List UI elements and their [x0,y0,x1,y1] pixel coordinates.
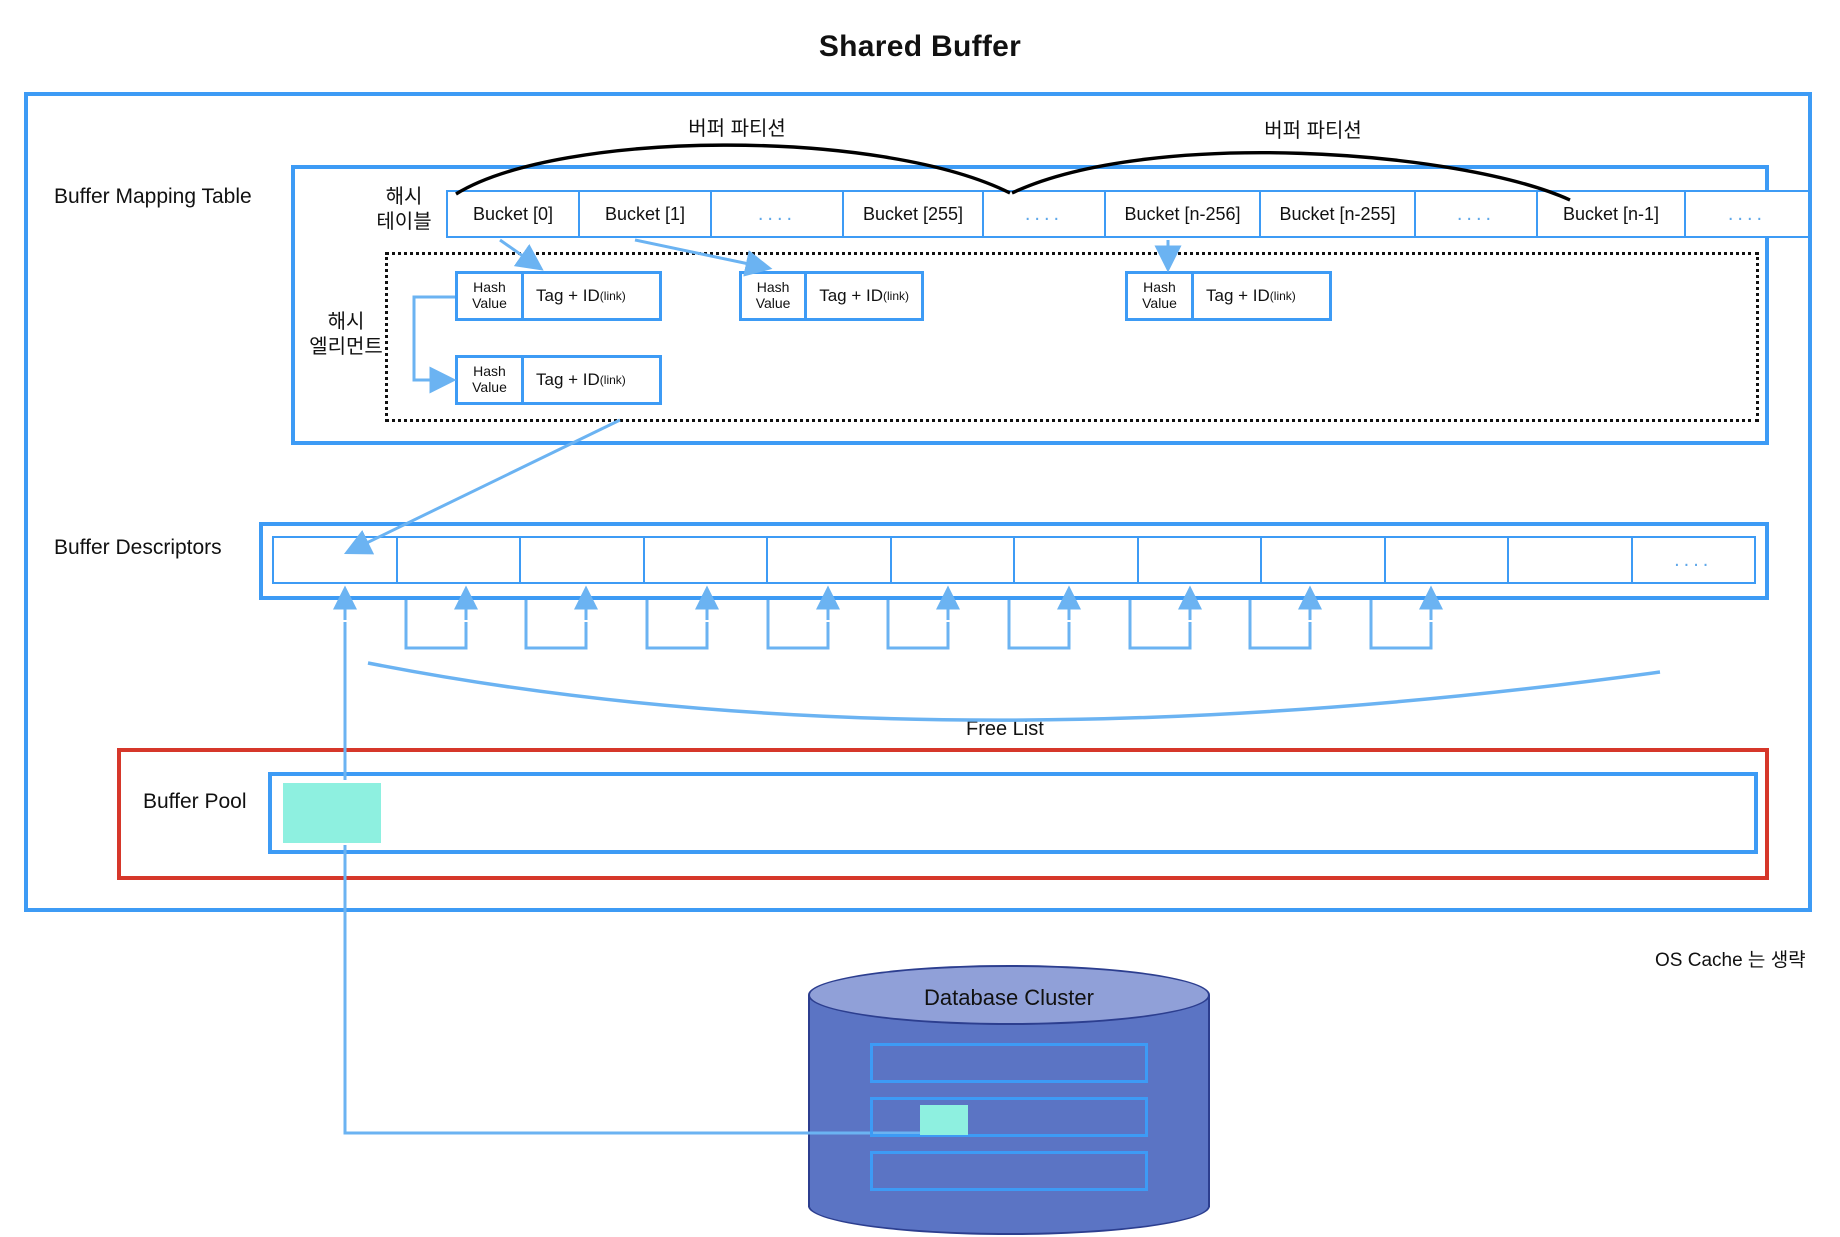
hash-element-korean-line1: 해시 [327,311,365,333]
bucket-label: .... [1024,202,1064,225]
bucket-label: Bucket [n-256] [1124,203,1241,224]
buffer-mapping-table-label: Buffer Mapping Table [54,185,252,208]
page-title: Shared Buffer [818,30,1022,63]
hash-value-line1: Hash [473,279,506,296]
bucket-ellipsis: .... [984,192,1106,236]
tag-id-sub: (link) [1269,289,1296,303]
bucket-label: Bucket [0] [472,203,554,224]
buffer-descriptors-label: Buffer Descriptors [54,536,222,559]
hash-value-line2: Value [472,295,507,311]
free-list-label: Free List [966,718,1044,740]
buffer-pool-highlighted-page [283,783,381,843]
tag-id-text: Tag + ID [536,286,600,305]
hash-value-cell: Hash Value [458,274,524,318]
database-cluster-title: Database Cluster [924,985,1094,1010]
cluster-row [870,1043,1148,1083]
tag-id-cell: Tag + ID(link) [524,358,638,402]
hash-value-line1: Hash [756,279,790,296]
buffer-descriptors-row: .... [272,536,1756,584]
bucket-label: .... [757,202,797,225]
buffer-pool-strip [268,772,1758,854]
hash-element: Hash Value Tag + ID(link) [739,271,924,321]
buffer-descriptor-cell [521,538,645,582]
hash-value-line1: Hash [473,363,506,380]
tag-id-sub: (link) [599,289,626,303]
cluster-row [870,1151,1148,1191]
buffer-descriptor-cell [1139,538,1262,582]
bucket-ellipsis: .... [712,192,844,236]
hash-element: Hash Value Tag + ID(link) [455,355,662,405]
bucket-ellipsis: .... [1416,192,1538,236]
bucket-label: Bucket [n-255] [1279,203,1396,224]
hash-value-line2: Value [472,379,507,395]
cluster-highlighted-page [920,1105,968,1135]
hash-element-zone [385,252,1759,422]
bucket-cell: Bucket [n-256] [1106,192,1261,236]
hash-bucket-row: Bucket [0] Bucket [1].... Bucket [255]....… [446,190,1810,238]
buffer-pool-label: Buffer Pool [143,790,247,813]
tag-id-sub: (link) [883,289,909,303]
tag-id-cell: Tag + ID(link) [807,274,921,318]
buffer-descriptor-cell [1015,538,1139,582]
bucket-label: Bucket [1] [604,203,686,224]
hash-element: Hash Value Tag + ID(link) [1125,271,1332,321]
bucket-label: .... [1456,202,1496,225]
hash-value-line2: Value [1142,295,1177,311]
bucket-label: Bucket [n-1] [1562,203,1660,224]
hash-value-cell: Hash Value [1128,274,1194,318]
hash-element-korean-line2: 엘리먼트 [309,336,383,358]
buffer-descriptor-cell [645,538,768,582]
tag-id-text: Tag + ID [536,370,600,389]
bucket-cell: Bucket [0] [448,192,580,236]
tag-id-cell: Tag + ID(link) [524,274,638,318]
buffer-descriptor-cell [1262,538,1386,582]
database-cluster: Database Cluster [808,965,1210,1237]
buffer-pool-red-frame [117,748,1769,880]
bucket-label: Bucket [255] [862,203,964,224]
buffer-descriptor-cell: .... [1674,548,1713,571]
buffer-descriptor-cell [1509,538,1633,582]
tag-id-text: Tag + ID [1206,286,1270,305]
buffer-descriptors-outer [259,522,1769,600]
hash-value-cell: Hash Value [458,358,524,402]
hash-value-cell: Hash Value [742,274,808,318]
buffer-descriptor-cell [892,538,1015,582]
bucket-ellipsis: .... [1686,192,1808,236]
tag-id-sub: (link) [599,373,626,387]
bucket-cell: Bucket [255] [844,192,984,236]
hash-table-korean-line2: 테이블 [376,211,432,233]
hash-value-line2: Value [755,295,791,311]
buffer-descriptor-cell [1386,538,1509,582]
cluster-row [870,1097,1148,1137]
os-cache-note: OS Cache 는 생략 [1655,950,1806,971]
buffer-descriptor-cell [398,538,521,582]
hash-element: Hash Value Tag + ID(link) [455,271,662,321]
bucket-cell: Bucket [n-255] [1261,192,1416,236]
bucket-cell: Bucket [n-1] [1538,192,1686,236]
hash-table-korean-label: 해시 테이블 [365,185,443,235]
bucket-label: .... [1727,202,1767,225]
tag-id-text: Tag + ID [819,286,883,305]
bucket-cell: Bucket [1] [580,192,712,236]
buffer-descriptor-cell [274,538,398,582]
tag-id-cell: Tag + ID(link) [1194,274,1308,318]
hash-value-line1: Hash [1143,279,1176,296]
hash-element-korean-label: 해시 엘리먼트 [298,310,394,360]
hash-table-korean-line1: 해시 [385,186,423,208]
buffer-descriptor-cell [768,538,892,582]
